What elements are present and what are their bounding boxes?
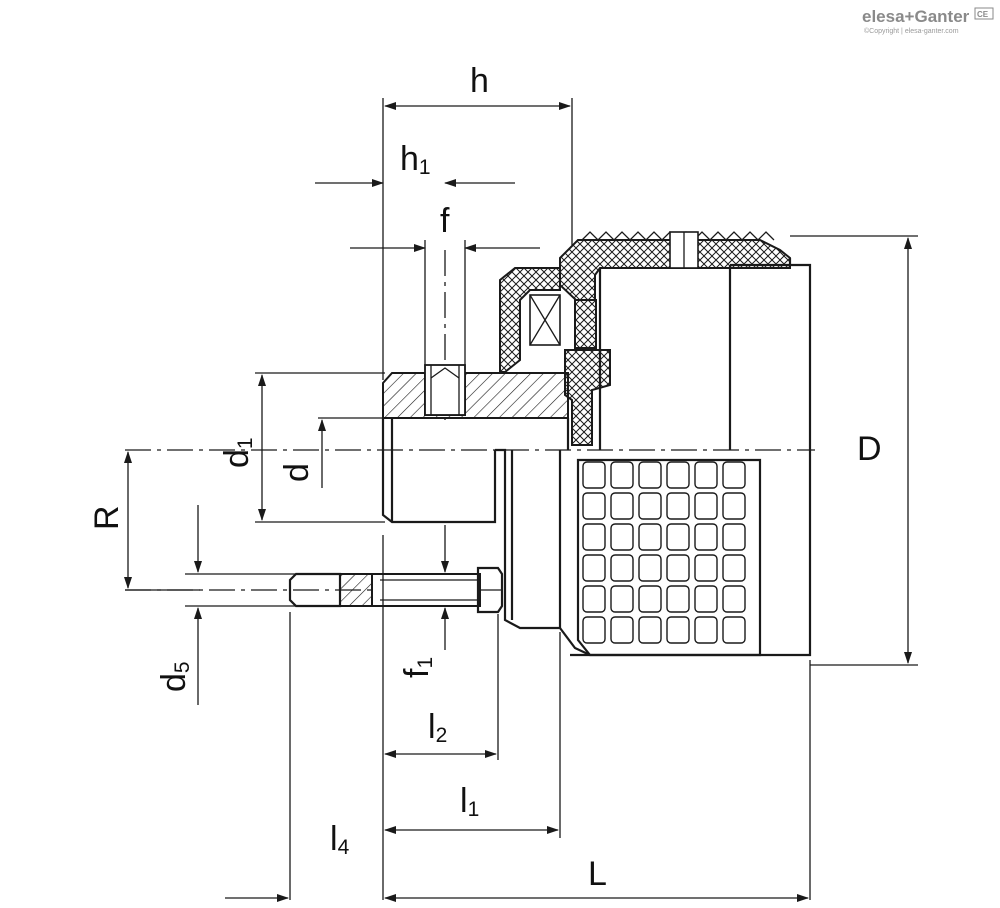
knurl-cell — [638, 585, 662, 613]
knurl-cell — [582, 492, 606, 520]
label-f1: f1 — [398, 657, 437, 678]
knurled-grip — [576, 458, 762, 657]
hub-section — [499, 267, 611, 446]
label-d1: d1 — [218, 437, 257, 468]
knurl-cell — [638, 461, 662, 489]
lock-nut — [476, 566, 504, 614]
sleeve — [381, 364, 570, 524]
knurl-cell — [666, 554, 690, 582]
knurl-cell — [610, 616, 634, 644]
label-f: f — [440, 202, 450, 240]
label-L: L — [588, 855, 607, 893]
brand-logo: elesa+Ganter ©Copyright | elesa-ganter.c… — [862, 7, 994, 35]
knurl-cell — [582, 585, 606, 613]
knurl-cell — [610, 554, 634, 582]
ce-badge-frame — [974, 7, 994, 20]
hub-insert-cross — [529, 294, 561, 346]
sleeve-section — [382, 372, 569, 419]
knurl-cell — [666, 616, 690, 644]
label-d: d — [278, 463, 316, 482]
knurl-cell — [722, 585, 746, 613]
knurl-cell — [694, 616, 718, 644]
knurl-cell — [638, 523, 662, 551]
knurl-cell — [666, 523, 690, 551]
flange-outline — [495, 448, 562, 630]
logo-copyright: ©Copyright | elesa-ganter.com — [864, 27, 959, 35]
knurl-cell — [722, 554, 746, 582]
knurl-cell — [610, 492, 634, 520]
knurl-cell — [722, 461, 746, 489]
label-d5: d5 — [155, 661, 194, 692]
lower-flange — [495, 448, 591, 656]
knurl-cell — [694, 461, 718, 489]
label-R: R — [88, 505, 126, 530]
knurl-cell — [666, 461, 690, 489]
knurl-cell — [722, 616, 746, 644]
set-screw — [424, 364, 466, 416]
knurl-cell — [582, 523, 606, 551]
knurl-cell — [610, 523, 634, 551]
hub-lower-section — [564, 349, 611, 446]
knurl-cell — [722, 523, 746, 551]
ce-badge: CE — [977, 10, 989, 19]
sleeve-body — [381, 418, 497, 524]
knurl-cell — [582, 461, 606, 489]
knurl-cell — [694, 554, 718, 582]
pin-section — [339, 573, 373, 607]
knurl-cell — [610, 461, 634, 489]
knurl-cell — [582, 554, 606, 582]
label-D: D — [857, 430, 882, 468]
knurl-cell — [694, 523, 718, 551]
dimension-labels: h h1 f D l4 L l1 l2 d1 d R d5 f1 — [88, 62, 882, 893]
knurl-cell — [638, 554, 662, 582]
label-h: h — [470, 62, 489, 100]
label-l1: l1 — [460, 782, 479, 821]
logo-text: elesa+Ganter — [862, 7, 970, 26]
knurl-cell — [610, 585, 634, 613]
knurl-cell — [694, 492, 718, 520]
knurl-cell — [694, 585, 718, 613]
knurl-cell — [722, 492, 746, 520]
grip-outline — [576, 458, 762, 657]
knurl-cell — [638, 492, 662, 520]
knurl-cell — [638, 616, 662, 644]
label-l2: l2 — [428, 708, 447, 747]
knurl-cell — [582, 616, 606, 644]
flange-chamfer — [559, 627, 591, 656]
set-screw-socket — [430, 367, 460, 379]
label-h1: h1 — [400, 140, 431, 179]
extension-lines — [125, 98, 918, 900]
knurl-grid — [582, 461, 746, 644]
indexing-pin — [288, 566, 504, 614]
label-l4: l4 — [330, 820, 350, 859]
knurl-cell — [666, 585, 690, 613]
dimension-lines — [124, 102, 912, 902]
hub-mid-section — [574, 299, 597, 349]
knurl-cell — [666, 492, 690, 520]
pin-thread — [371, 573, 481, 607]
